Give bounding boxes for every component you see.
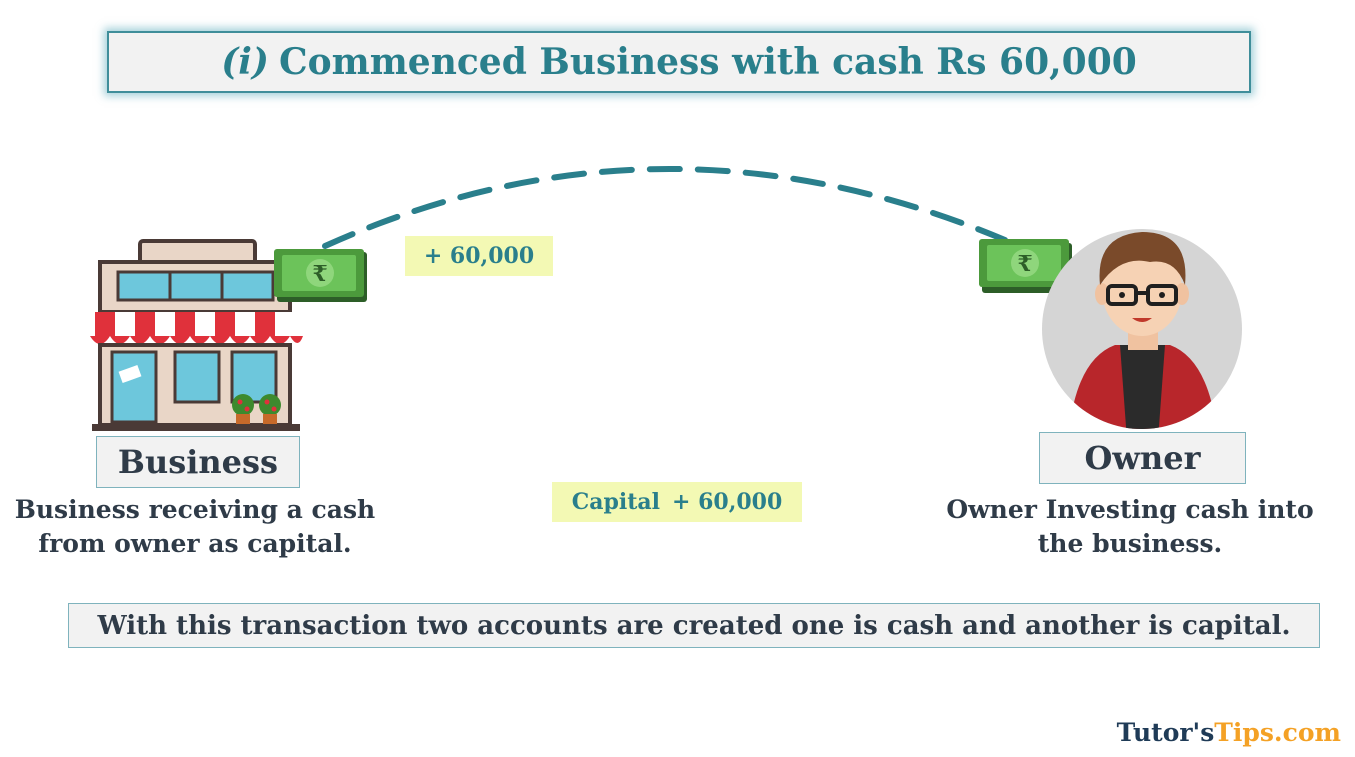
brand-part1: Tutor's — [1116, 718, 1215, 747]
business-description-line2: from owner as capital. — [38, 529, 352, 558]
shop-icon — [90, 239, 303, 431]
money-note-icon-owner: ₹ — [979, 239, 1072, 293]
page-title: Commenced Business with cash Rs 60,000 — [278, 41, 1137, 83]
capital-label: Capital — [571, 489, 660, 515]
owner-description-line2: the business. — [1037, 529, 1223, 558]
rupee-symbol-owner: ₹ — [1017, 251, 1032, 277]
business-description-line1: Business receiving a cash — [14, 495, 376, 524]
owner-label-box: Owner — [1039, 432, 1246, 484]
title-box: (i) Commenced Business with cash Rs 60,0… — [107, 31, 1251, 93]
footer-note-box: With this transaction two accounts are c… — [68, 603, 1320, 648]
business-label: Business — [117, 443, 279, 481]
capital-amount-text: + 60,000 — [671, 489, 783, 515]
money-note-icon-business: ₹ — [274, 249, 367, 302]
owner-description: Owner Investing cash into the business. — [930, 493, 1330, 561]
brand-part2: Tips.com — [1214, 718, 1341, 747]
owner-avatar — [1042, 229, 1242, 429]
cash-amount-text: + 60,000 — [423, 243, 535, 269]
business-label-box: Business — [96, 436, 300, 488]
business-description: Business receiving a cash from owner as … — [0, 493, 390, 561]
title-prefix: (i) — [221, 41, 269, 83]
footer-note: With this transaction two accounts are c… — [97, 610, 1291, 641]
rupee-symbol-business: ₹ — [312, 261, 327, 287]
capital-amount-highlight: Capital + 60,000 — [552, 482, 802, 522]
money-flow-arc — [322, 165, 1008, 249]
brand-logo: Tutor'sTips.com — [1117, 718, 1341, 747]
owner-label: Owner — [1084, 439, 1201, 477]
cash-amount-highlight: + 60,000 — [405, 236, 553, 276]
owner-description-line1: Owner Investing cash into — [946, 495, 1314, 524]
